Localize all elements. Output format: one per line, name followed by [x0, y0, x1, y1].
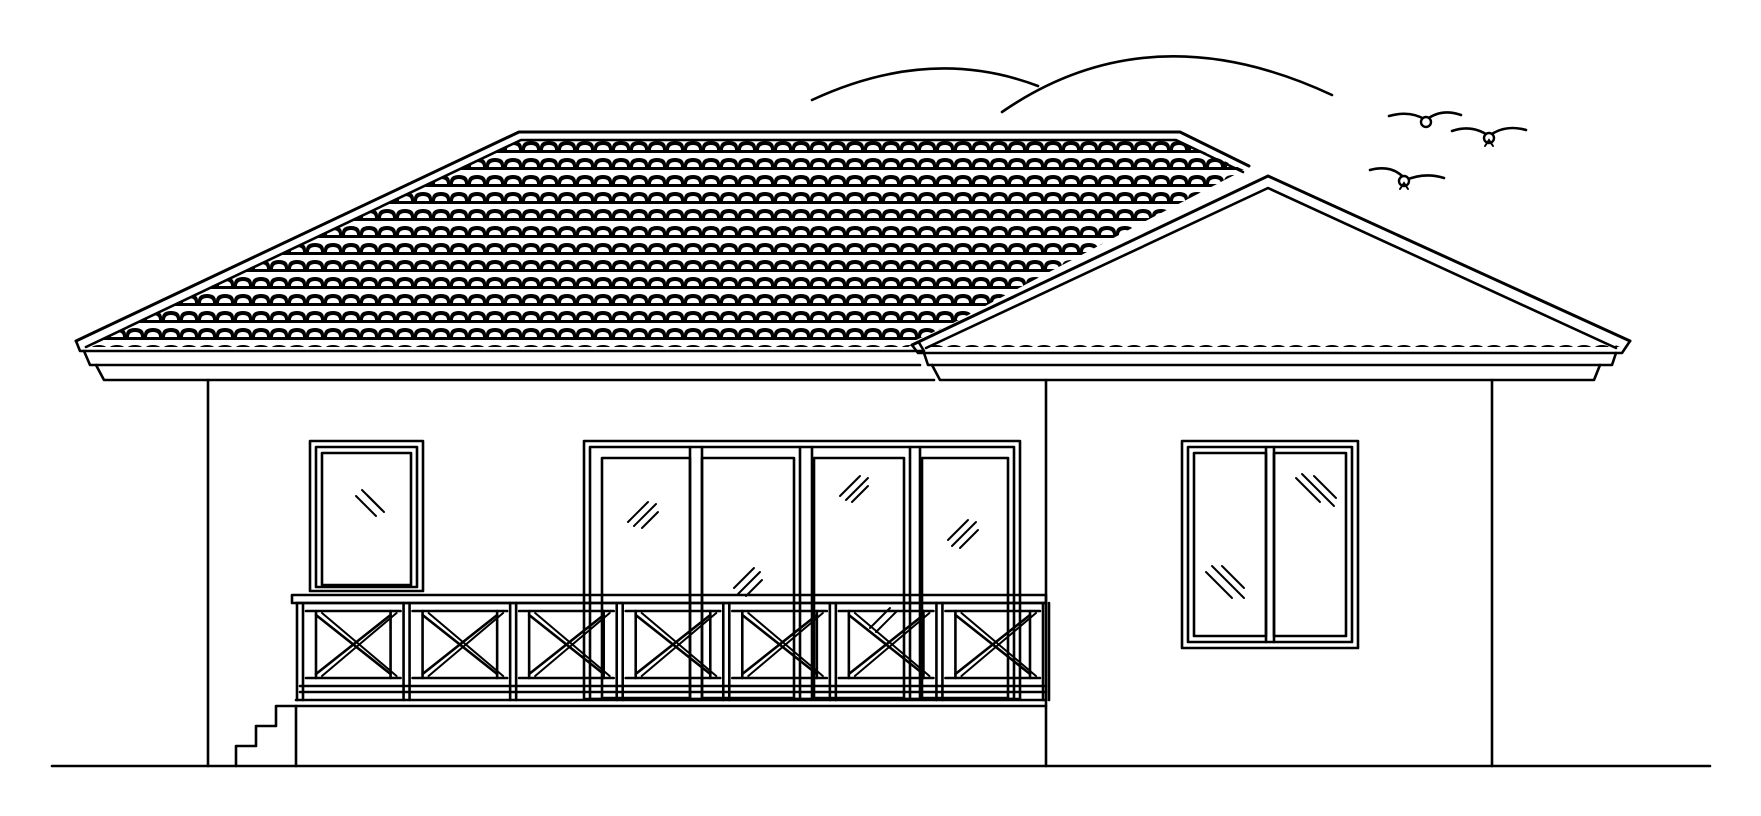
single-pane-window: [308, 439, 425, 593]
railing-x-brace: [411, 609, 509, 680]
railing-post: [508, 601, 518, 702]
railing-post: [935, 601, 944, 702]
bird-icon: [1450, 126, 1528, 147]
railing-x-brace: [304, 609, 402, 680]
left-roof-tiles: [84, 140, 1244, 347]
cloud-arc-left: [810, 67, 1040, 102]
railing-post: [295, 601, 305, 702]
bird-icon: [1368, 167, 1446, 190]
glass-reflection-icon: [627, 475, 979, 633]
railing-x-brace: [517, 609, 616, 680]
right-hip-roof: [910, 174, 1632, 382]
terrace-railing: [290, 593, 1051, 768]
entry-stairs: [234, 704, 298, 768]
railing-x-brace: [730, 609, 829, 680]
railing-post: [721, 601, 731, 702]
railing-post: [402, 601, 411, 702]
railing-post: [615, 601, 625, 702]
glass-reflection-icon: [1205, 473, 1337, 599]
double-casement-window: [1180, 439, 1360, 650]
railing-x-brace: [944, 609, 1042, 680]
bird-icon: [1387, 111, 1463, 129]
railing-x-brace: [624, 609, 722, 680]
railing-post: [1041, 601, 1051, 702]
railing-post: [828, 601, 838, 702]
glass-reflection-icon: [355, 489, 385, 517]
left-hip-roof: [74, 130, 1251, 382]
railing-x-brace: [837, 609, 935, 680]
cloud-arc-right: [1000, 55, 1334, 114]
